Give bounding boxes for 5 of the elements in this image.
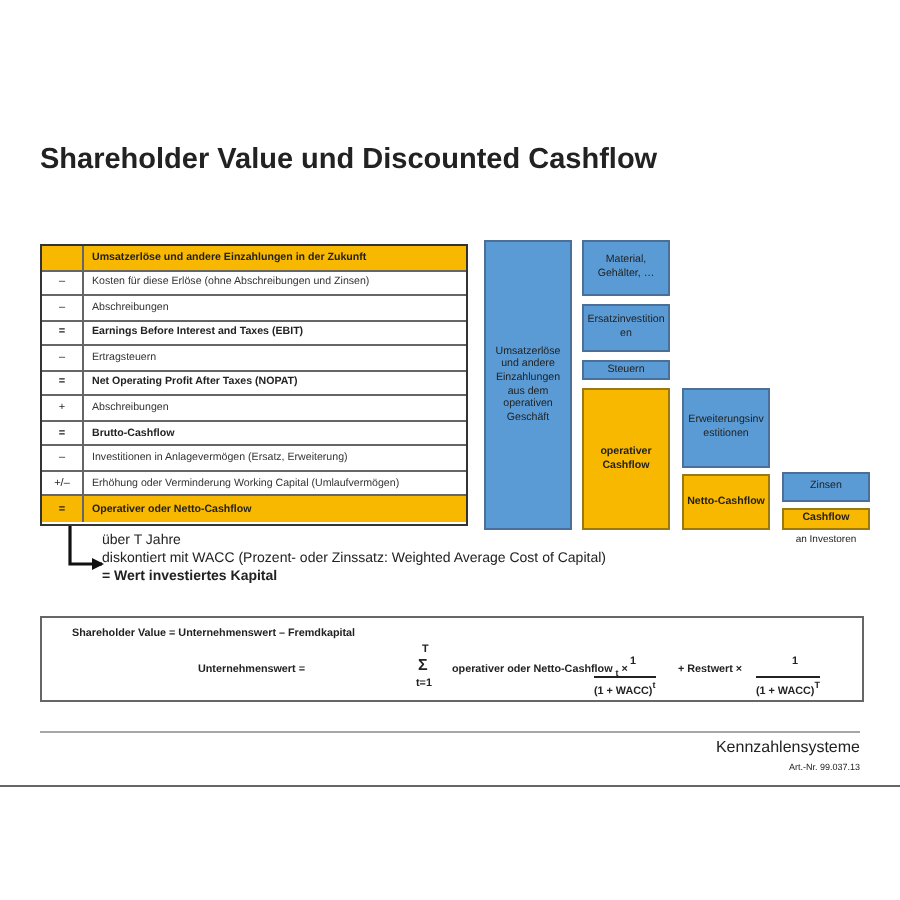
formula-box	[40, 616, 864, 702]
arrow	[68, 526, 104, 570]
footer-text: Kennzahlensysteme	[715, 738, 860, 756]
formula-text: Σ	[418, 656, 428, 674]
title: Shareholder Value und Discounted Cashflow	[40, 144, 658, 176]
